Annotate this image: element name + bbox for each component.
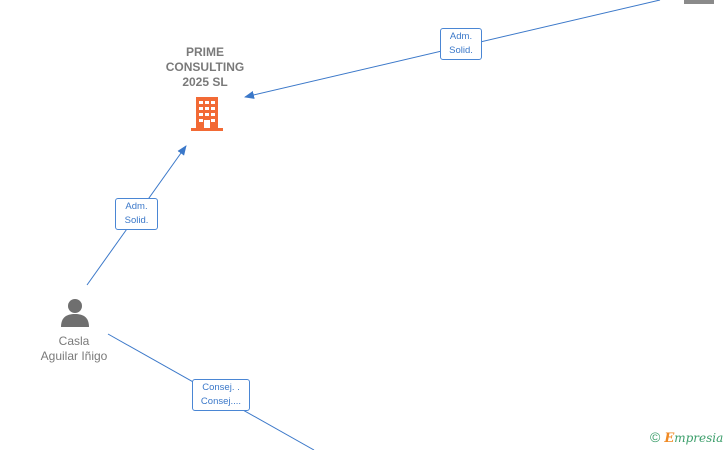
edge-label-top-line-2: Solid. [449, 45, 473, 56]
edge-label-top[interactable]: Adm. Solid. [440, 28, 482, 60]
copyright-symbol: © [650, 429, 661, 445]
top-right-node[interactable] [684, 0, 714, 4]
edge-label-person-company-line-1: Adm. [125, 201, 148, 212]
person-name[interactable]: Casla Aguilar Iñigo [20, 334, 128, 364]
brand-first-letter: E [664, 431, 675, 446]
empresia-logo: ©Empresia [650, 429, 723, 446]
edge-label-person-company[interactable]: Adm. Solid. [115, 198, 158, 230]
edge-label-person-bottom-line-2: Consej.... [200, 396, 242, 407]
edge-label-person-bottom[interactable]: Consej. . Consej.... [192, 379, 250, 411]
edge-label-top-line-1: Adm. [449, 31, 473, 42]
person-name-line-1: Casla [58, 334, 90, 348]
building-icon[interactable] [191, 97, 223, 136]
edge-label-person-bottom-line-1: Consej. . [202, 382, 240, 393]
company-name-line-1: PRIME [185, 45, 224, 59]
brand-rest: mpresia [674, 431, 724, 445]
person-name-line-2: Aguilar Iñigo [40, 349, 108, 363]
company-name-line-2: CONSULTING [165, 60, 245, 74]
edge-label-person-company-line-2: Solid. [124, 215, 149, 226]
person-icon[interactable] [60, 298, 90, 333]
company-name-line-3: 2025 SL [182, 75, 228, 89]
company-name[interactable]: PRIME CONSULTING 2025 SL [150, 45, 260, 90]
